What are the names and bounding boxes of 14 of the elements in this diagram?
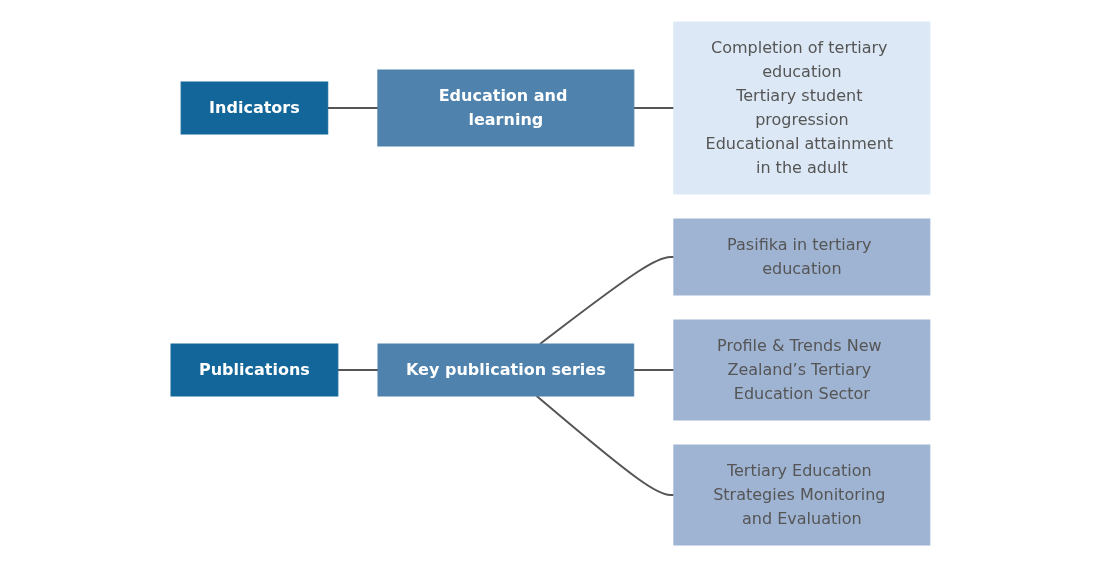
connector [336,369,379,371]
node-box: Completion of tertiary education Tertiary student progression Educational attainment in the adult [672,21,930,195]
connector [632,107,675,109]
connector [538,256,675,345]
node-box: Pasifika in tertiary education [672,218,930,296]
node-box: Publications [170,343,338,397]
node-box: Key publication series [377,343,634,397]
node-box: Indicators [180,81,328,135]
node-box: Tertiary Education Strategies Monitoring and Evaluation [672,444,930,546]
node-box: Profile & Trends New Zealand’s Tertiary Education Sector [672,319,930,421]
connector [535,395,675,496]
connector [632,369,675,371]
connector [326,107,379,109]
node-box: Education and learning [376,69,634,147]
